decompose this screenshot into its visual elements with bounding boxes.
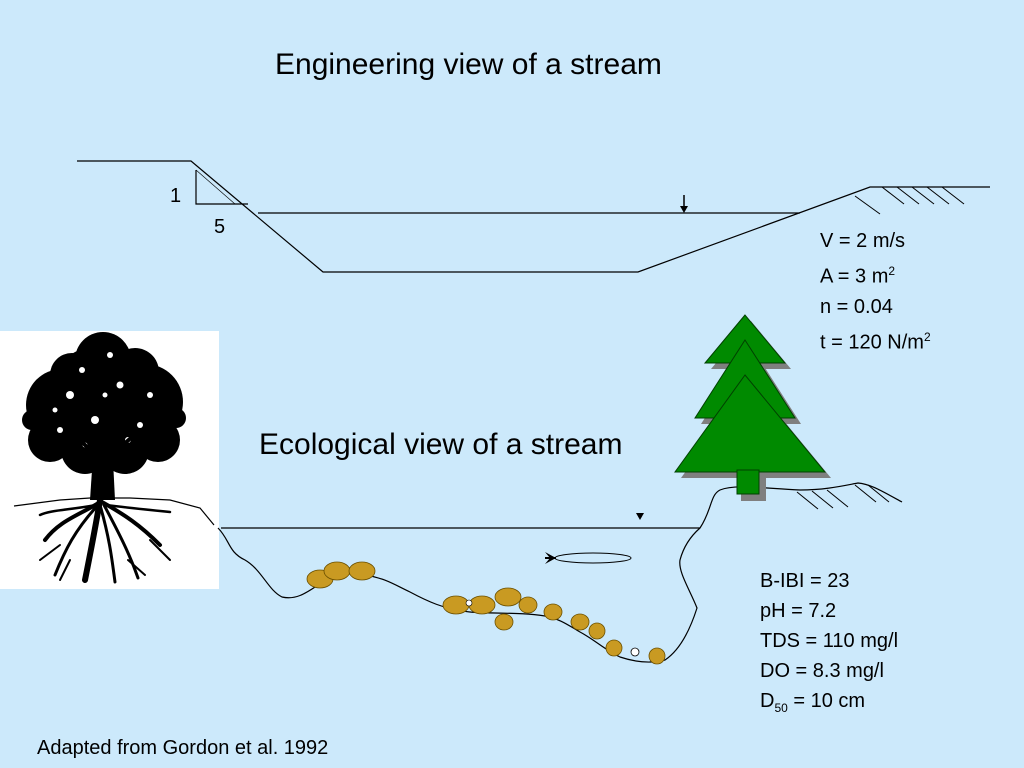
streambed-pebbles	[306, 561, 666, 665]
citation: Adapted from Gordon et al. 1992	[37, 737, 329, 759]
fish-icon	[545, 552, 632, 564]
slope-triangle	[195, 170, 248, 205]
tds-param: TDS = 110 mg/l	[760, 630, 899, 652]
bibi-param: B-IBI = 23	[760, 570, 850, 592]
arrow-down-icon	[636, 513, 644, 520]
do-param: DO = 8.3 mg/l	[760, 660, 884, 682]
pine-tree-icon	[674, 314, 831, 501]
d50-param: D50 = 10 cm	[760, 690, 866, 715]
ph-param: pH = 7.2	[760, 600, 837, 622]
natural-bank-hatch	[796, 484, 890, 510]
slope-run-label: 5	[214, 216, 226, 238]
area-param: A = 3 m2	[820, 264, 896, 288]
ecological-params: B-IBI = 23 pH = 7.2 TDS = 110 mg/l DO = …	[760, 566, 898, 723]
engineering-params: V = 2 m/s A = 3 m2 n = 0.04 t = 120 N/m2	[820, 226, 931, 357]
arrow-down-icon	[680, 195, 688, 213]
engineering-title: Engineering view of a stream	[275, 48, 662, 81]
velocity-param: V = 2 m/s	[820, 230, 906, 252]
bank-hatch	[854, 186, 965, 215]
shear-param: t = 120 N/m2	[820, 329, 931, 354]
oak-tree-icon	[0, 331, 219, 589]
ecological-title: Ecological view of a stream	[259, 428, 623, 461]
slope-rise-label: 1	[170, 185, 182, 207]
channel-profile	[77, 160, 990, 273]
engineering-channel	[77, 160, 990, 273]
small-pebble	[630, 647, 640, 657]
manning-param: n = 0.04	[820, 295, 893, 318]
